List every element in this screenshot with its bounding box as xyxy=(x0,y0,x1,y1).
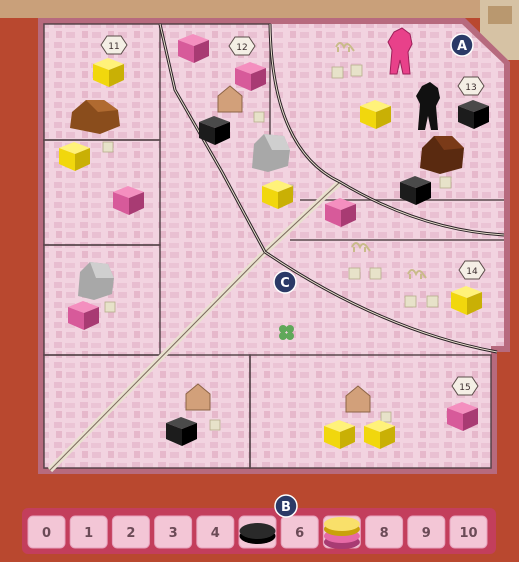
score-track: 0 1 2 3 4 6 8 9 10 xyxy=(22,508,496,554)
market-icon xyxy=(440,177,451,188)
svg-text:11: 11 xyxy=(108,42,119,52)
market-icon xyxy=(405,296,416,307)
svg-text:15: 15 xyxy=(459,383,470,393)
track-box: 4 xyxy=(197,516,234,548)
track-box: 0 xyxy=(28,516,65,548)
disc-icon xyxy=(240,523,276,544)
district-number-12: 12 xyxy=(229,37,255,55)
district-number-14: 14 xyxy=(459,261,485,279)
district-number-13: 13 xyxy=(458,77,484,95)
track-box-label: 4 xyxy=(211,526,220,541)
market-icon xyxy=(210,420,220,430)
market-icon xyxy=(427,296,438,307)
district-number-15: 15 xyxy=(452,377,478,395)
track-box: 8 xyxy=(366,516,403,548)
callout-b: B xyxy=(275,495,297,517)
track-box xyxy=(323,516,360,549)
track-box: 1 xyxy=(70,516,107,548)
track-box: 3 xyxy=(155,516,192,548)
track-box-label: 2 xyxy=(126,526,135,541)
svg-text:B: B xyxy=(281,500,291,515)
callout-a: A xyxy=(451,34,473,56)
track-box: 9 xyxy=(408,516,445,548)
market-icon xyxy=(332,67,343,78)
track-box: 10 xyxy=(450,516,487,548)
svg-text:12: 12 xyxy=(236,43,247,53)
track-box-label: 1 xyxy=(84,526,93,541)
track-box-label: 8 xyxy=(380,526,389,541)
callout-c: C xyxy=(274,271,296,293)
track-box: 6 xyxy=(281,516,318,548)
market-icon xyxy=(349,268,360,279)
track-box-label: 6 xyxy=(295,526,304,541)
track-box xyxy=(239,516,276,548)
market-icon xyxy=(351,65,362,76)
market-icon xyxy=(105,302,115,312)
disc-icon xyxy=(324,517,360,549)
market-icon xyxy=(370,268,381,279)
market-icon xyxy=(381,412,391,422)
track-box-label: 0 xyxy=(42,526,51,541)
track-box-label: 3 xyxy=(169,526,178,541)
svg-text:A: A xyxy=(457,39,467,54)
svg-text:13: 13 xyxy=(465,83,476,93)
market-icon xyxy=(103,142,113,152)
svg-text:14: 14 xyxy=(466,267,478,277)
market-icon xyxy=(254,112,264,122)
district-number-11: 11 xyxy=(101,36,127,54)
track-box-label: 9 xyxy=(422,526,431,541)
track-boxes: 0 1 2 3 4 6 8 9 10 xyxy=(28,516,487,549)
svg-text:C: C xyxy=(280,276,290,291)
track-box-label: 10 xyxy=(459,526,477,541)
track-box: 2 xyxy=(112,516,149,548)
